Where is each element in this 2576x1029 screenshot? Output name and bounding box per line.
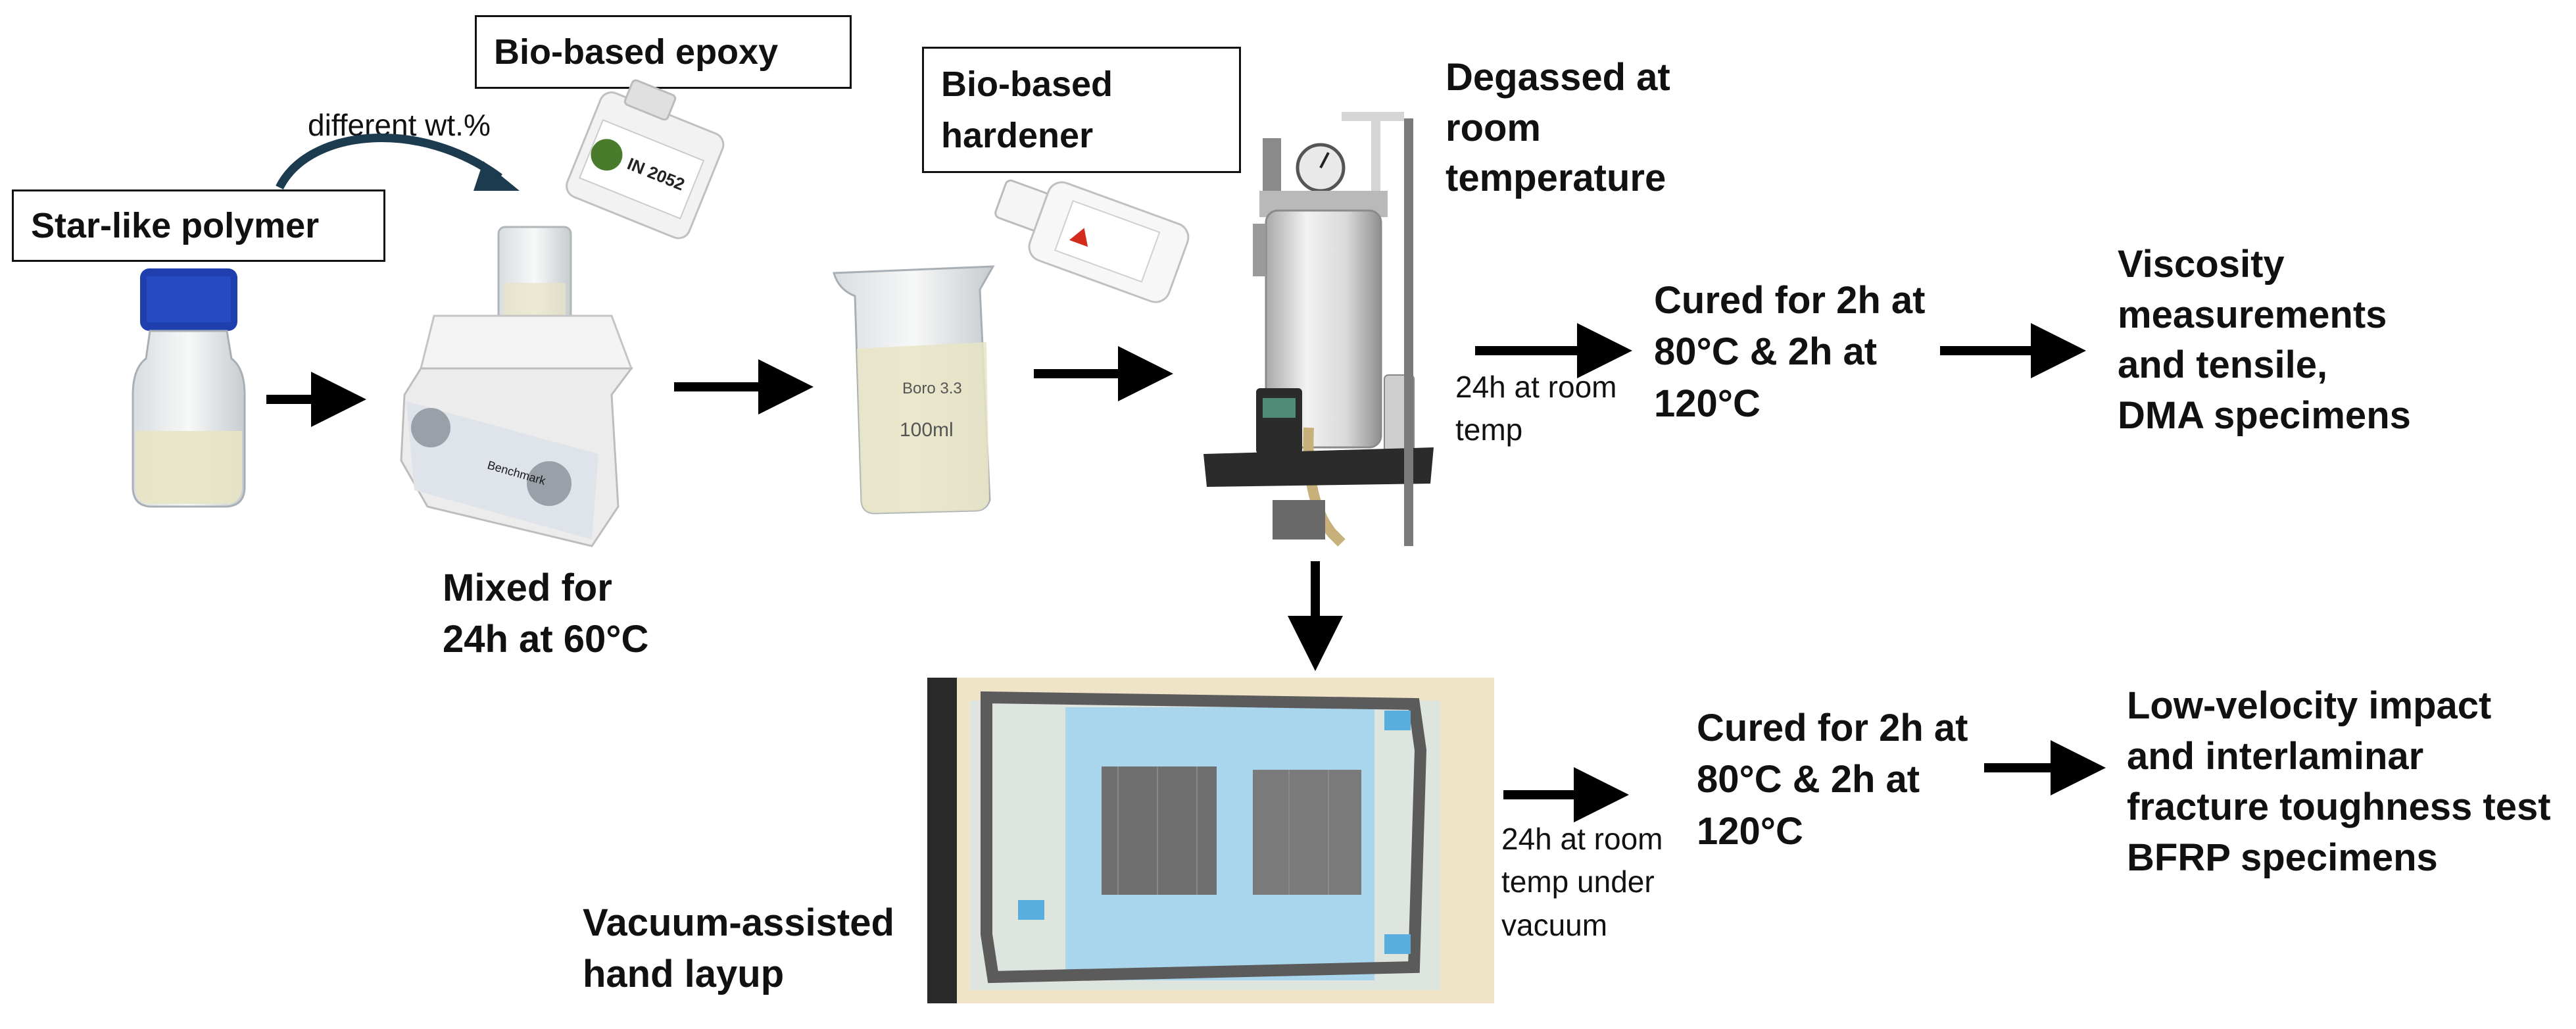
- mixed-label: Mixed for 24h at 60°C: [443, 566, 649, 661]
- polymer-bottle-image: [132, 268, 246, 508]
- degassed-label: Degassed at room temperature: [1446, 56, 1670, 200]
- vacuum-layup-image: [927, 678, 1494, 1003]
- beaker-volume-text: 100ml: [900, 419, 954, 441]
- room-temp-label-1: 24h at room temp: [1455, 370, 1617, 447]
- hardener-bottle-image: [994, 179, 1190, 303]
- room-temp-label-2: 24h at room temp under vacuum: [1501, 822, 1663, 942]
- curved-arrow: [276, 134, 502, 190]
- bio-hardener-label: Bio-based hardener: [941, 64, 1113, 155]
- bio-epoxy-box: Bio-based epoxy: [475, 15, 852, 89]
- degassing-vessel-image: [1203, 112, 1434, 547]
- star-polymer-label: Star-like polymer: [31, 205, 320, 245]
- curved-arrowhead: [474, 161, 520, 191]
- viscosity-label: Viscosity measurements and tensile, DMA …: [2118, 243, 2411, 437]
- beaker-marking-text: Boro 3.3: [902, 380, 962, 397]
- bio-hardener-box: Bio-based hardener: [922, 47, 1241, 173]
- star-polymer-box: Star-like polymer: [12, 189, 385, 262]
- vacuum-layup-label: Vacuum-assisted hand layup: [583, 901, 894, 996]
- cured-label-1: Cured for 2h at 80°C & 2h at 120°C: [1654, 279, 1926, 425]
- hotplate-image: Benchmark: [400, 226, 633, 547]
- bio-epoxy-label: Bio-based epoxy: [494, 32, 779, 72]
- cured-label-2: Cured for 2h at 80°C & 2h at 120°C: [1697, 707, 1968, 853]
- epoxy-jug-image: IN 2052: [566, 79, 725, 239]
- low-velocity-label: Low-velocity impact and interlaminar fra…: [2127, 684, 2551, 880]
- mixture-beaker-image: Boro 3.3 100ml: [833, 265, 995, 514]
